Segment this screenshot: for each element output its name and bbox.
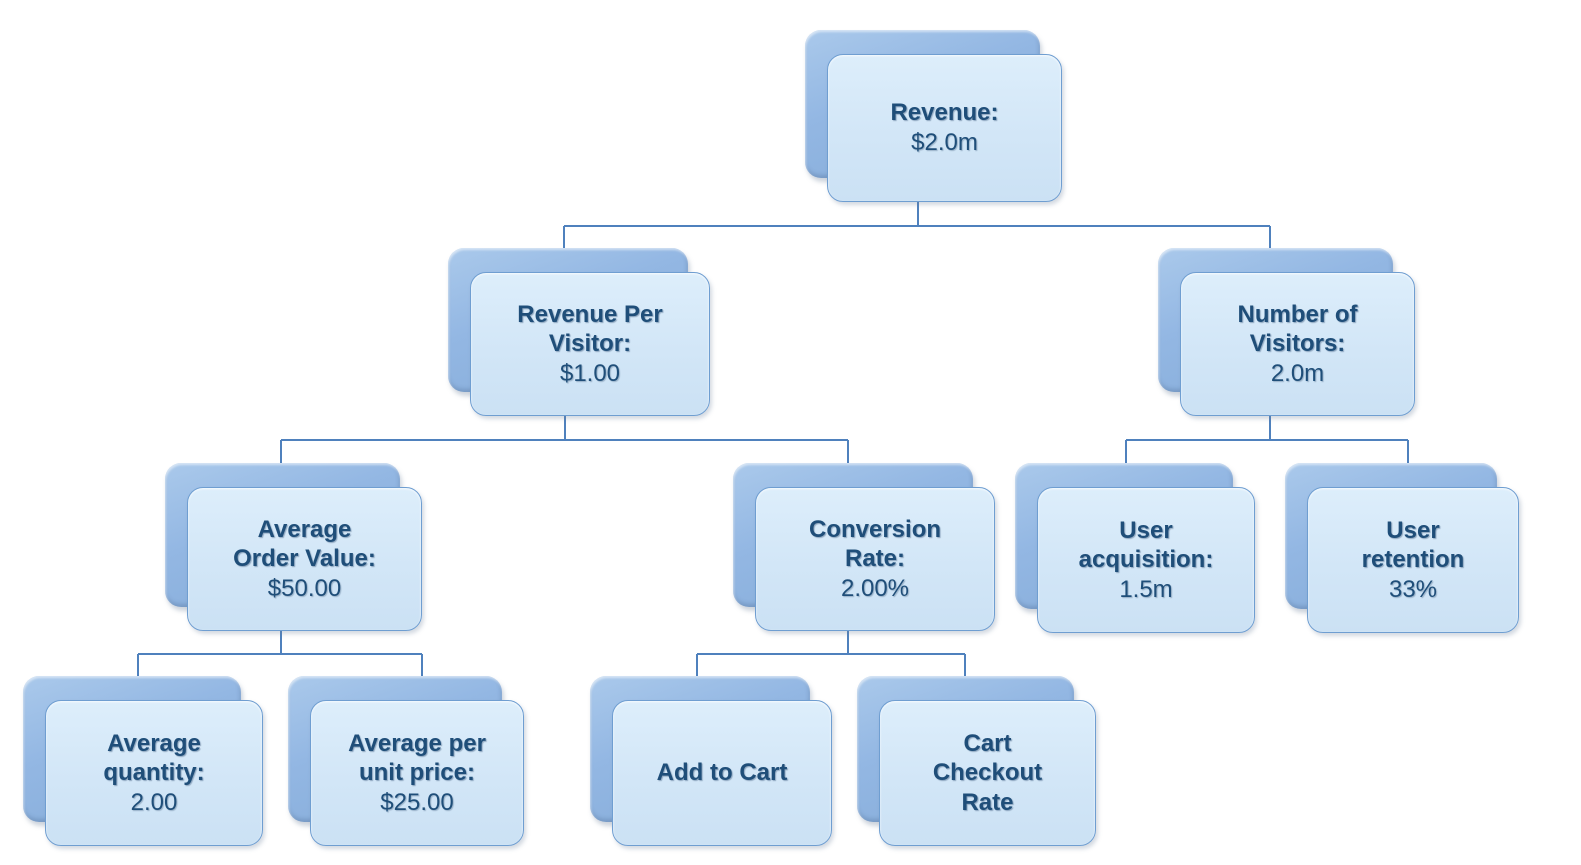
node-title: Cart Checkout Rate <box>932 729 1043 816</box>
node-card: Conversion Rate: 2.00% <box>755 487 995 631</box>
node-value: $1.00 <box>559 359 621 387</box>
node-card: Revenue Per Visitor: $1.00 <box>470 272 710 416</box>
node-value: 2.00 <box>130 788 178 816</box>
node-card: Average Order Value: $50.00 <box>187 487 422 631</box>
node-title: Number of Visitors: <box>1237 300 1358 358</box>
node-title: User retention <box>1361 516 1465 574</box>
node-card: Average quantity: 2.00 <box>45 700 263 846</box>
node-card: Average per unit price: $25.00 <box>310 700 524 846</box>
node-title: Revenue Per Visitor: <box>517 300 663 358</box>
node-value: 2.00% <box>840 574 910 602</box>
node-value: $25.00 <box>380 788 454 816</box>
node-value: 1.5m <box>1119 575 1173 603</box>
node-title: Average Order Value: <box>233 515 376 573</box>
node-title: Average per unit price: <box>348 729 486 787</box>
node-card: Add to Cart <box>612 700 832 846</box>
node-title: Conversion Rate: <box>808 515 942 573</box>
node-value: 2.0m <box>1270 359 1325 387</box>
node-value: $50.00 <box>267 574 342 602</box>
node-card: Number of Visitors: 2.0m <box>1180 272 1415 416</box>
node-value: 33% <box>1388 575 1438 603</box>
node-title: User acquisition: <box>1078 516 1214 574</box>
node-title: Add to Cart <box>656 759 788 787</box>
node-title: Revenue: <box>890 99 999 127</box>
node-card: User retention 33% <box>1307 487 1519 633</box>
node-title: Average quantity: <box>103 729 205 787</box>
node-card: Cart Checkout Rate <box>879 700 1096 846</box>
node-value: $2.0m <box>911 129 978 156</box>
node-card: User acquisition: 1.5m <box>1037 487 1255 633</box>
node-card: Revenue: $2.0m <box>827 54 1062 202</box>
